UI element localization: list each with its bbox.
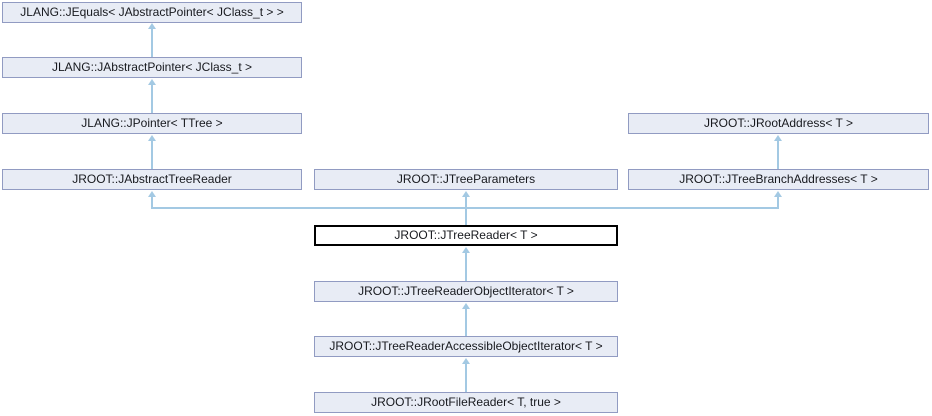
arrowhead-icon: [148, 135, 156, 141]
class-node-jtree-reader-focus: JROOT::JTreeReader< T >: [314, 225, 618, 246]
class-node-jtree-branch-addresses[interactable]: JROOT::JTreeBranchAddresses< T >: [628, 169, 929, 190]
arrowhead-icon: [774, 135, 782, 141]
edge-line: [151, 207, 779, 209]
edge-line: [151, 196, 153, 209]
arrowhead-icon: [462, 358, 470, 364]
arrowhead-icon: [148, 79, 156, 85]
arrowhead-icon: [774, 191, 782, 197]
class-node-jtree-parameters[interactable]: JROOT::JTreeParameters: [314, 169, 618, 190]
class-node-jroot-file-reader[interactable]: JROOT::JRootFileReader< T, true >: [314, 392, 618, 413]
class-node-jequals[interactable]: JLANG::JEquals< JAbstractPointer< JClass…: [2, 2, 302, 23]
arrowhead-icon: [148, 191, 156, 197]
class-node-jtree-reader-accessible-object-iterator[interactable]: JROOT::JTreeReaderAccessibleObjectIterat…: [314, 336, 618, 357]
arrowhead-icon: [462, 191, 470, 197]
class-node-jtree-reader-object-iterator[interactable]: JROOT::JTreeReaderObjectIterator< T >: [314, 281, 618, 302]
class-node-jpointer[interactable]: JLANG::JPointer< TTree >: [2, 113, 302, 134]
edge-line: [465, 196, 467, 225]
edge-line: [777, 140, 779, 169]
class-node-jabstract-tree-reader[interactable]: JROOT::JAbstractTreeReader: [2, 169, 302, 190]
class-node-jroot-address[interactable]: JROOT::JRootAddress< T >: [628, 113, 929, 134]
arrowhead-icon: [462, 247, 470, 253]
arrowhead-icon: [148, 23, 156, 29]
edge-line: [777, 196, 779, 209]
edge-line: [151, 140, 153, 169]
class-node-jabstract-pointer[interactable]: JLANG::JAbstractPointer< JClass_t >: [2, 57, 302, 78]
edge-line: [151, 84, 153, 113]
edge-line: [465, 363, 467, 392]
edge-line: [465, 308, 467, 336]
edge-line: [465, 252, 467, 281]
arrowhead-icon: [462, 303, 470, 309]
edge-line: [151, 28, 153, 57]
